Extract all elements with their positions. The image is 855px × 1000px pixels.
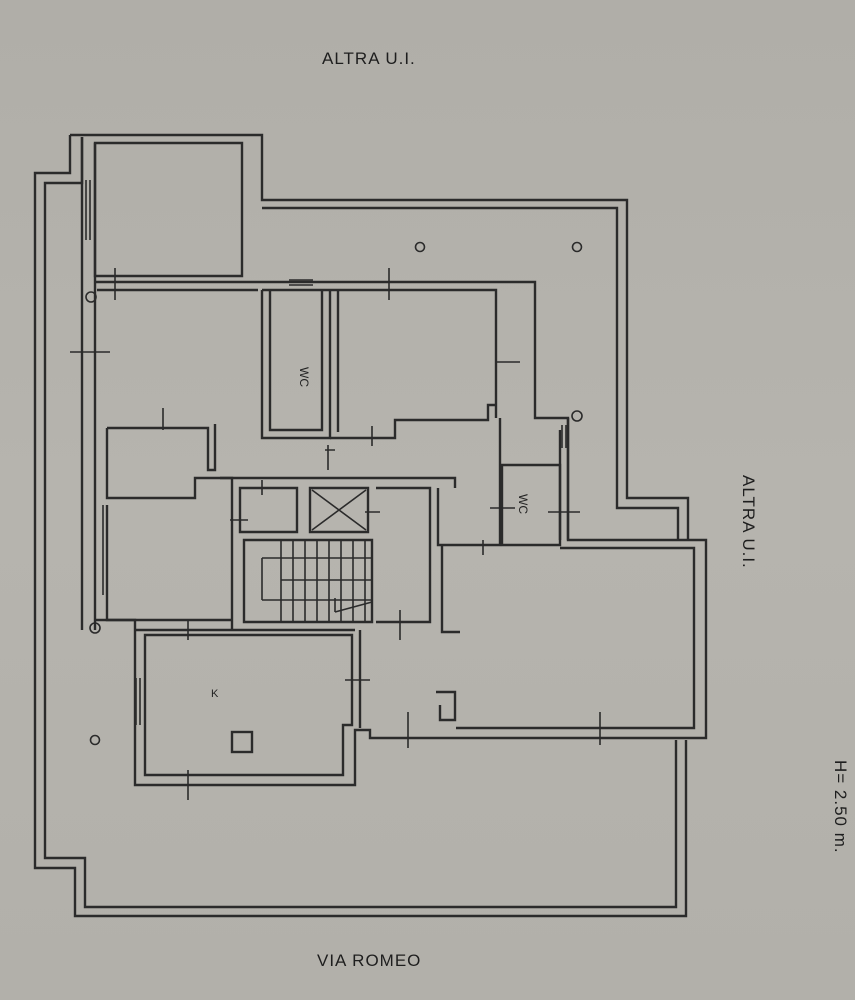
room-label-wc-2: WC xyxy=(516,494,530,514)
label-ceiling-height: H= 2.50 m. xyxy=(831,760,850,854)
column-markers xyxy=(85,241,583,746)
windows xyxy=(85,180,567,725)
label-adjacent-unit-east: ALTRA U.I. xyxy=(739,475,758,569)
label-street: VIA ROMEO xyxy=(317,951,422,970)
apartment-outer-wall xyxy=(80,137,708,787)
door-ticks xyxy=(70,268,601,800)
terrace-perimeter xyxy=(33,133,690,918)
room-label-kitchen: K xyxy=(211,688,219,700)
fixtures xyxy=(230,690,457,754)
stair-treads xyxy=(261,540,373,622)
label-adjacent-unit-north: ALTRA U.I. xyxy=(322,49,416,68)
room-label-wc-1: WC xyxy=(297,367,311,387)
